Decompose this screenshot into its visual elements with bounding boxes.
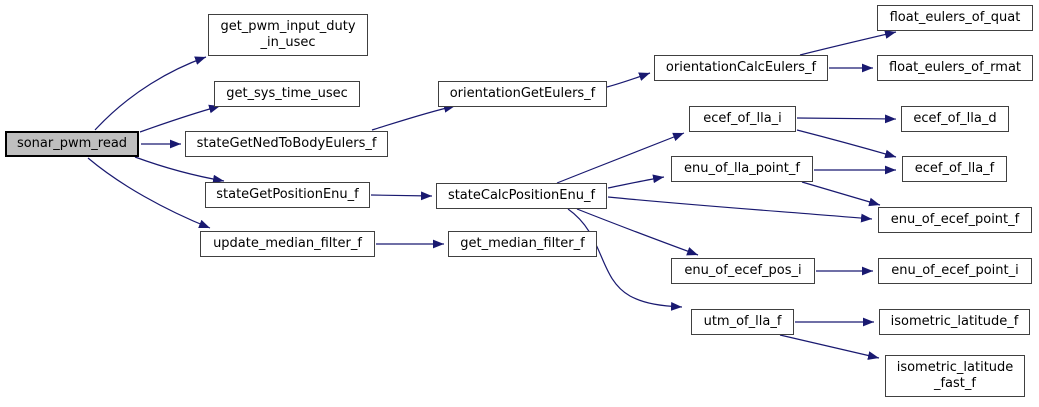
edge-orientationCalcEulers-f--float-eulers-of-quat <box>799 30 897 56</box>
edge-stateGetPositionEnu-f--stateCalcPositionEnu-f <box>370 191 433 201</box>
edge-orientationGetEulers-f--orientationCalcEulers-f <box>606 72 651 88</box>
node-utm-of-lla-f[interactable]: utm_of_lla_f <box>691 309 794 335</box>
node-label: update_median_filter_f <box>213 236 362 252</box>
node-stateGetNedToBodyEulers-f[interactable]: stateGetNedToBodyEulers_f <box>185 131 388 157</box>
node-get-pwm-input-duty-in-usec[interactable]: get_pwm_input_duty _in_usec <box>208 14 368 56</box>
node-label: enu_of_lla_point_f <box>684 161 800 177</box>
node-ecef-of-lla-i[interactable]: ecef_of_lla_i <box>689 106 796 132</box>
node-enu-of-ecef-point-i[interactable]: enu_of_ecef_point_i <box>878 258 1032 284</box>
node-label: stateGetNedToBodyEulers_f <box>196 136 377 152</box>
node-ecef-of-lla-d[interactable]: ecef_of_lla_d <box>901 106 1009 132</box>
edge-sonar-pwm-read--get-sys-time-usec <box>139 104 221 133</box>
node-orientationCalcEulers-f[interactable]: orientationCalcEulers_f <box>654 55 828 81</box>
node-float-eulers-of-rmat[interactable]: float_eulers_of_rmat <box>877 55 1033 81</box>
node-label: enu_of_ecef_point_i <box>891 263 1019 279</box>
node-label: ecef_of_lla_f <box>914 161 995 177</box>
node-label: orientationGetEulers_f <box>449 86 596 102</box>
node-label: enu_of_ecef_point_f <box>890 212 1020 228</box>
node-label: isometric_latitude _fast_f <box>896 360 1014 391</box>
edge-utm-of-lla-f--isometric-latitude-fast-f <box>779 334 880 360</box>
node-label: ecef_of_lla_d <box>913 111 997 127</box>
node-label: stateGetPositionEnu_f <box>216 187 359 203</box>
edge-ecef-of-lla-i--ecef-of-lla-d <box>796 114 897 124</box>
node-isometric-latitude-f[interactable]: isometric_latitude_f <box>879 309 1030 335</box>
node-label: orientationCalcEulers_f <box>665 60 817 76</box>
node-label: sonar_pwm_read <box>16 136 128 152</box>
edge-stateCalcPositionEnu-f--enu-of-ecef-point-f <box>607 196 873 223</box>
node-sonar-pwm-read[interactable]: sonar_pwm_read <box>5 131 139 157</box>
node-enu-of-ecef-point-f[interactable]: enu_of_ecef_point_f <box>878 207 1032 233</box>
node-label: utm_of_lla_f <box>703 314 782 330</box>
edge-sonar-pwm-read--stateGetPositionEnu-f <box>134 156 225 184</box>
node-get-median-filter-f[interactable]: get_median_filter_f <box>448 231 597 257</box>
node-label: float_eulers_of_quat <box>889 10 1021 26</box>
edge-stateCalcPositionEnu-f--utm-of-lla-f <box>567 208 683 311</box>
edge-stateGetNedToBodyEulers-f--orientationGetEulers-f <box>371 104 456 131</box>
node-label: get_pwm_input_duty _in_usec <box>220 19 356 50</box>
node-label: enu_of_ecef_pos_i <box>684 263 802 279</box>
node-enu-of-lla-point-f[interactable]: enu_of_lla_point_f <box>671 156 813 182</box>
edge-ecef-of-lla-i--ecef-of-lla-f <box>796 129 897 159</box>
node-stateGetPositionEnu-f[interactable]: stateGetPositionEnu_f <box>205 182 370 208</box>
node-label: get_median_filter_f <box>460 236 585 252</box>
node-label: isometric_latitude_f <box>890 314 1019 330</box>
node-ecef-of-lla-f[interactable]: ecef_of_lla_f <box>902 156 1007 182</box>
node-label: ecef_of_lla_i <box>703 111 782 127</box>
node-label: get_sys_time_usec <box>226 86 348 102</box>
edge-stateCalcPositionEnu-f--enu-of-ecef-pos-i <box>576 208 699 256</box>
node-label: float_eulers_of_rmat <box>888 60 1022 76</box>
edge-stateCalcPositionEnu-f--ecef-of-lla-i <box>556 132 685 184</box>
edge-sonar-pwm-read--get-pwm-input-duty-in-usec <box>94 56 207 131</box>
node-enu-of-ecef-pos-i[interactable]: enu_of_ecef_pos_i <box>671 258 815 284</box>
node-update-median-filter-f[interactable]: update_median_filter_f <box>200 231 375 257</box>
node-stateCalcPositionEnu-f[interactable]: stateCalcPositionEnu_f <box>436 183 607 209</box>
node-float-eulers-of-quat[interactable]: float_eulers_of_quat <box>877 5 1033 31</box>
node-isometric-latitude-fast-f[interactable]: isometric_latitude _fast_f <box>885 355 1025 397</box>
node-label: stateCalcPositionEnu_f <box>447 188 596 204</box>
node-get-sys-time-usec[interactable]: get_sys_time_usec <box>214 81 360 107</box>
edge-enu-of-lla-point-f--enu-of-ecef-point-f <box>801 181 881 207</box>
node-orientationGetEulers-f[interactable]: orientationGetEulers_f <box>438 81 607 107</box>
edge-stateCalcPositionEnu-f--enu-of-lla-point-f <box>607 174 665 189</box>
edge-sonar-pwm-read--update-median-filter-f <box>87 157 211 229</box>
